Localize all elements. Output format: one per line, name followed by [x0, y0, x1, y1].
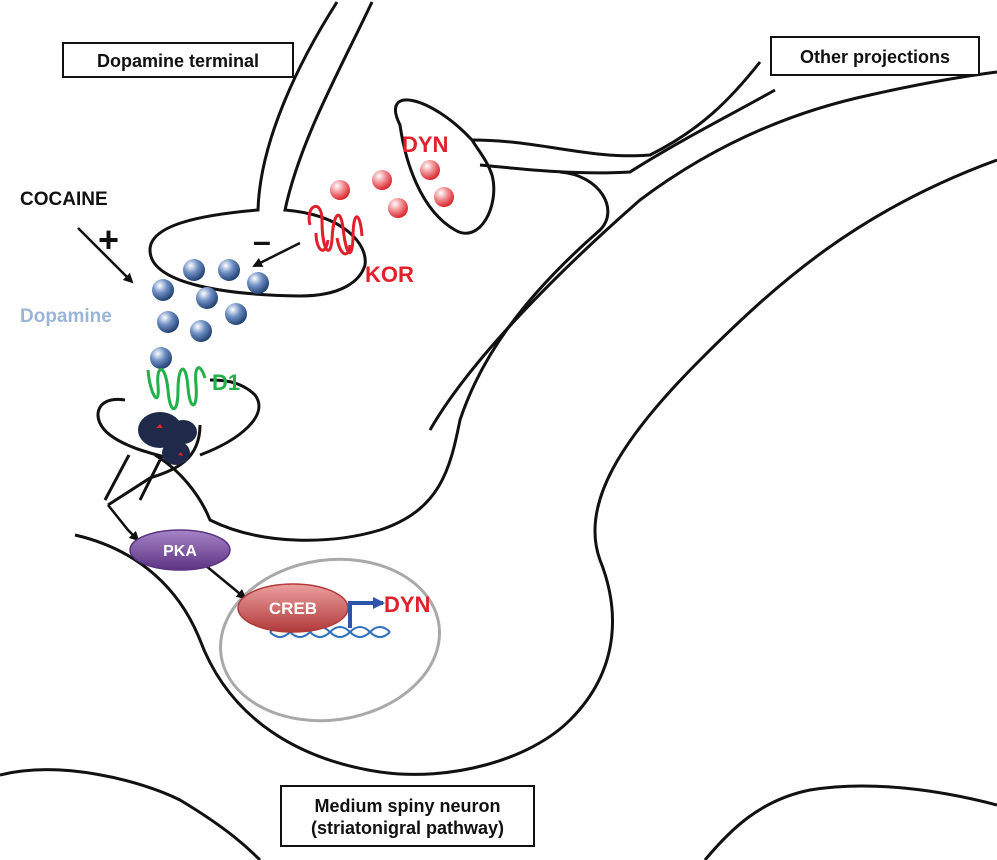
dopamine-molecule	[152, 279, 174, 301]
kor-label: KOR	[365, 262, 414, 287]
pka-label: PKA	[163, 543, 197, 560]
dyn-vesicle	[420, 160, 440, 180]
kor-inhibition-arrow	[252, 241, 301, 268]
dopamine-molecule	[247, 272, 269, 294]
dopamine-terminal-label: Dopamine terminal	[96, 51, 260, 71]
plus-sign: +	[98, 219, 119, 260]
dopamine-molecule	[157, 311, 179, 333]
g-protein-subunit	[169, 420, 197, 444]
creb-label: CREB	[269, 599, 317, 618]
dyn-vesicles-label: DYN	[402, 132, 448, 157]
medium-spiny-neuron-label: Medium spiny neuron	[314, 796, 501, 816]
cocaine-arrow	[77, 227, 134, 284]
striatonigral-pathway-label: (striatonigral pathway)	[310, 818, 505, 838]
dopamine-terminal-outline	[148, 1, 374, 298]
dopamine-molecule	[190, 320, 212, 342]
dopamine-molecule	[225, 303, 247, 325]
transcription-arrow	[348, 597, 385, 628]
medium-spiny-neuron-outline	[0, 70, 997, 860]
dopamine-molecule	[196, 287, 218, 309]
d1-receptor	[146, 366, 207, 411]
d1-label: D1	[212, 370, 240, 395]
dopamine-molecule	[218, 259, 240, 281]
g-protein-subunit	[162, 441, 190, 465]
dyn-vesicle	[388, 198, 408, 218]
minus-sign: –	[253, 223, 271, 259]
pka-creb-arrow	[204, 564, 247, 600]
other-projections-label: Other projections	[799, 47, 951, 67]
nucleus-outline	[219, 557, 441, 723]
dopamine-molecule	[150, 347, 172, 369]
dyn-gene-label: DYN	[384, 592, 430, 617]
other-projection-outline	[393, 61, 776, 235]
g-protein	[138, 412, 197, 465]
dyn-vesicles	[330, 160, 454, 218]
dopamine-molecule	[183, 259, 205, 281]
dyn-vesicle	[372, 170, 392, 190]
other-projections-box: Other projections	[770, 36, 980, 76]
dopamine-terminal-box: Dopamine terminal	[62, 42, 294, 78]
dyn-vesicle	[434, 187, 454, 207]
pka-enzyme	[129, 529, 231, 571]
pathway-arrow	[107, 504, 140, 542]
kor-receptor	[307, 205, 364, 256]
dopamine-molecules	[150, 259, 269, 369]
medium-spiny-neuron-box: Medium spiny neuron (striatonigral pathw…	[280, 785, 535, 847]
arrows	[77, 227, 301, 600]
dyn-vesicle	[330, 180, 350, 200]
dopamine-label: Dopamine	[20, 306, 112, 327]
cocaine-label: COCAINE	[20, 189, 108, 210]
g-protein-subunit	[138, 412, 182, 448]
